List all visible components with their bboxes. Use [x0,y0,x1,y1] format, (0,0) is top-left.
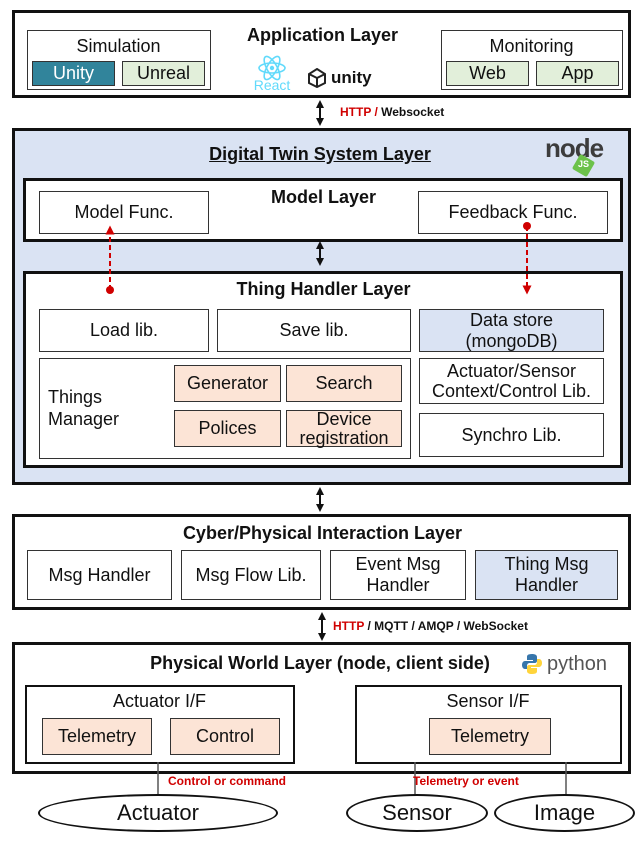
actuator-telemetry-box: Telemetry [42,718,152,755]
simulation-label: Simulation [76,36,161,56]
web-box: Web [446,61,529,86]
link-separator: / [371,105,382,119]
amqp-label: AMQP [417,619,454,633]
load-lib-box: Load lib. [39,309,209,352]
app-box: App [536,61,619,86]
monitoring-label: Monitoring [489,36,574,56]
generator-box: Generator [174,365,281,402]
actuator-control-box: Control [170,718,280,755]
python-icon [522,654,542,674]
polices-box: Polices [174,410,281,447]
monitoring-group: Monitoring Web App [441,30,623,90]
app-link-label: HTTP / Websocket [340,105,444,119]
things-manager-line2: Manager [48,409,120,429]
thing-msg-line2: Handler [514,575,579,595]
data-store-line1: Data store [469,309,554,330]
feedback-func-box: Feedback Func. [418,191,608,234]
application-layer-title: Application Layer [246,25,399,45]
sensor-if-group: Sensor I/F Telemetry [355,685,622,764]
things-manager-label: Things Manager [48,386,119,430]
event-msg-handler-box: Event Msg Handler [330,550,466,600]
websocket-label-2: WebSocket [463,619,528,633]
actuator-device: Actuator [38,794,278,832]
python-logo-text: python [547,652,608,675]
http-label: HTTP [340,105,372,119]
sep-3: / [453,619,464,633]
mqtt-label: MQTT [374,619,409,633]
save-lib-box: Save lib. [217,309,411,352]
event-msg-line1: Event Msg [355,554,441,574]
simulation-group: Simulation Unity Unreal [27,30,211,90]
actuator-sensor-lib-box: Actuator/Sensor Context/Control Lib. [419,358,604,404]
search-box: Search [286,365,402,402]
sep-1: / [364,619,375,633]
http-label-2: HTTP [333,619,365,633]
telemetry-event-label: Telemetry or event [413,774,519,788]
actuator-sensor-line1: Actuator/Sensor [446,361,577,381]
actuator-if-group: Actuator I/F Telemetry Control [25,685,295,764]
react-icon [258,55,286,81]
unity-box: Unity [32,61,115,86]
actuator-sensor-line2: Context/Control Lib. [431,381,592,401]
sensor-device: Sensor [346,794,488,832]
actuator-if-title: Actuator I/F [112,691,207,711]
websocket-label: Websocket [381,105,445,119]
nodejs-logo: node JS [545,133,625,178]
react-logo-text: React [253,77,291,93]
device-registration-line2: registration [299,427,389,448]
image-device: Image [494,794,635,832]
data-store-box: Data store (mongoDB) [419,309,604,352]
cyber-physical-layer: Cyber/Physical Interaction Layer Msg Han… [12,514,631,610]
python-logo: python [520,651,625,677]
nodejs-logo-text: node [545,133,604,163]
application-layer: Application Layer Simulation Unity Unrea… [12,10,631,98]
thing-msg-line1: Thing Msg [504,554,589,574]
unity-icon [308,68,326,88]
unity-logo-text: unity [331,68,372,87]
model-func-box: Model Func. [39,191,209,234]
nodejs-badge-text: JS [577,159,589,169]
sensor-telemetry-box: Telemetry [429,718,551,755]
physical-world-layer: Physical World Layer (node, client side)… [12,642,631,774]
device-registration-line1: Device [316,408,372,429]
cyber-link-label: HTTP / MQTT / AMQP / WebSocket [333,619,528,633]
unity-logo: unity [307,65,377,91]
model-layer: Model Layer Model Func. Feedback Func. [23,178,623,242]
things-manager-group: Things Manager Generator Search Polices … [39,358,411,459]
control-command-label: Control or command [168,774,287,788]
thing-msg-handler-box: Thing Msg Handler [475,550,618,600]
unreal-box: Unreal [122,61,205,86]
sep-2: / [408,619,418,633]
device-registration-box: Device registration [286,408,402,448]
msg-handler-box: Msg Handler [27,550,172,600]
msg-flow-lib-box: Msg Flow Lib. [181,550,321,600]
physical-world-title: Physical World Layer (node, client side) [150,653,490,673]
digital-twin-title: Digital Twin System Layer [209,144,431,164]
model-layer-title: Model Layer [270,187,377,207]
things-manager-line1: Things [48,387,103,407]
synchro-lib-box: Synchro Lib. [419,413,604,457]
digital-twin-layer: Digital Twin System Layer node JS Model … [12,128,631,485]
react-logo: React [247,55,297,95]
data-store-line2: (mongoDB) [465,330,558,351]
thing-handler-title: Thing Handler Layer [236,279,411,299]
cyber-physical-title: Cyber/Physical Interaction Layer [182,523,463,543]
thing-handler-layer: Thing Handler Layer Load lib. Save lib. … [23,271,623,468]
event-msg-line2: Handler [366,575,430,595]
sensor-if-title: Sensor I/F [446,691,530,711]
